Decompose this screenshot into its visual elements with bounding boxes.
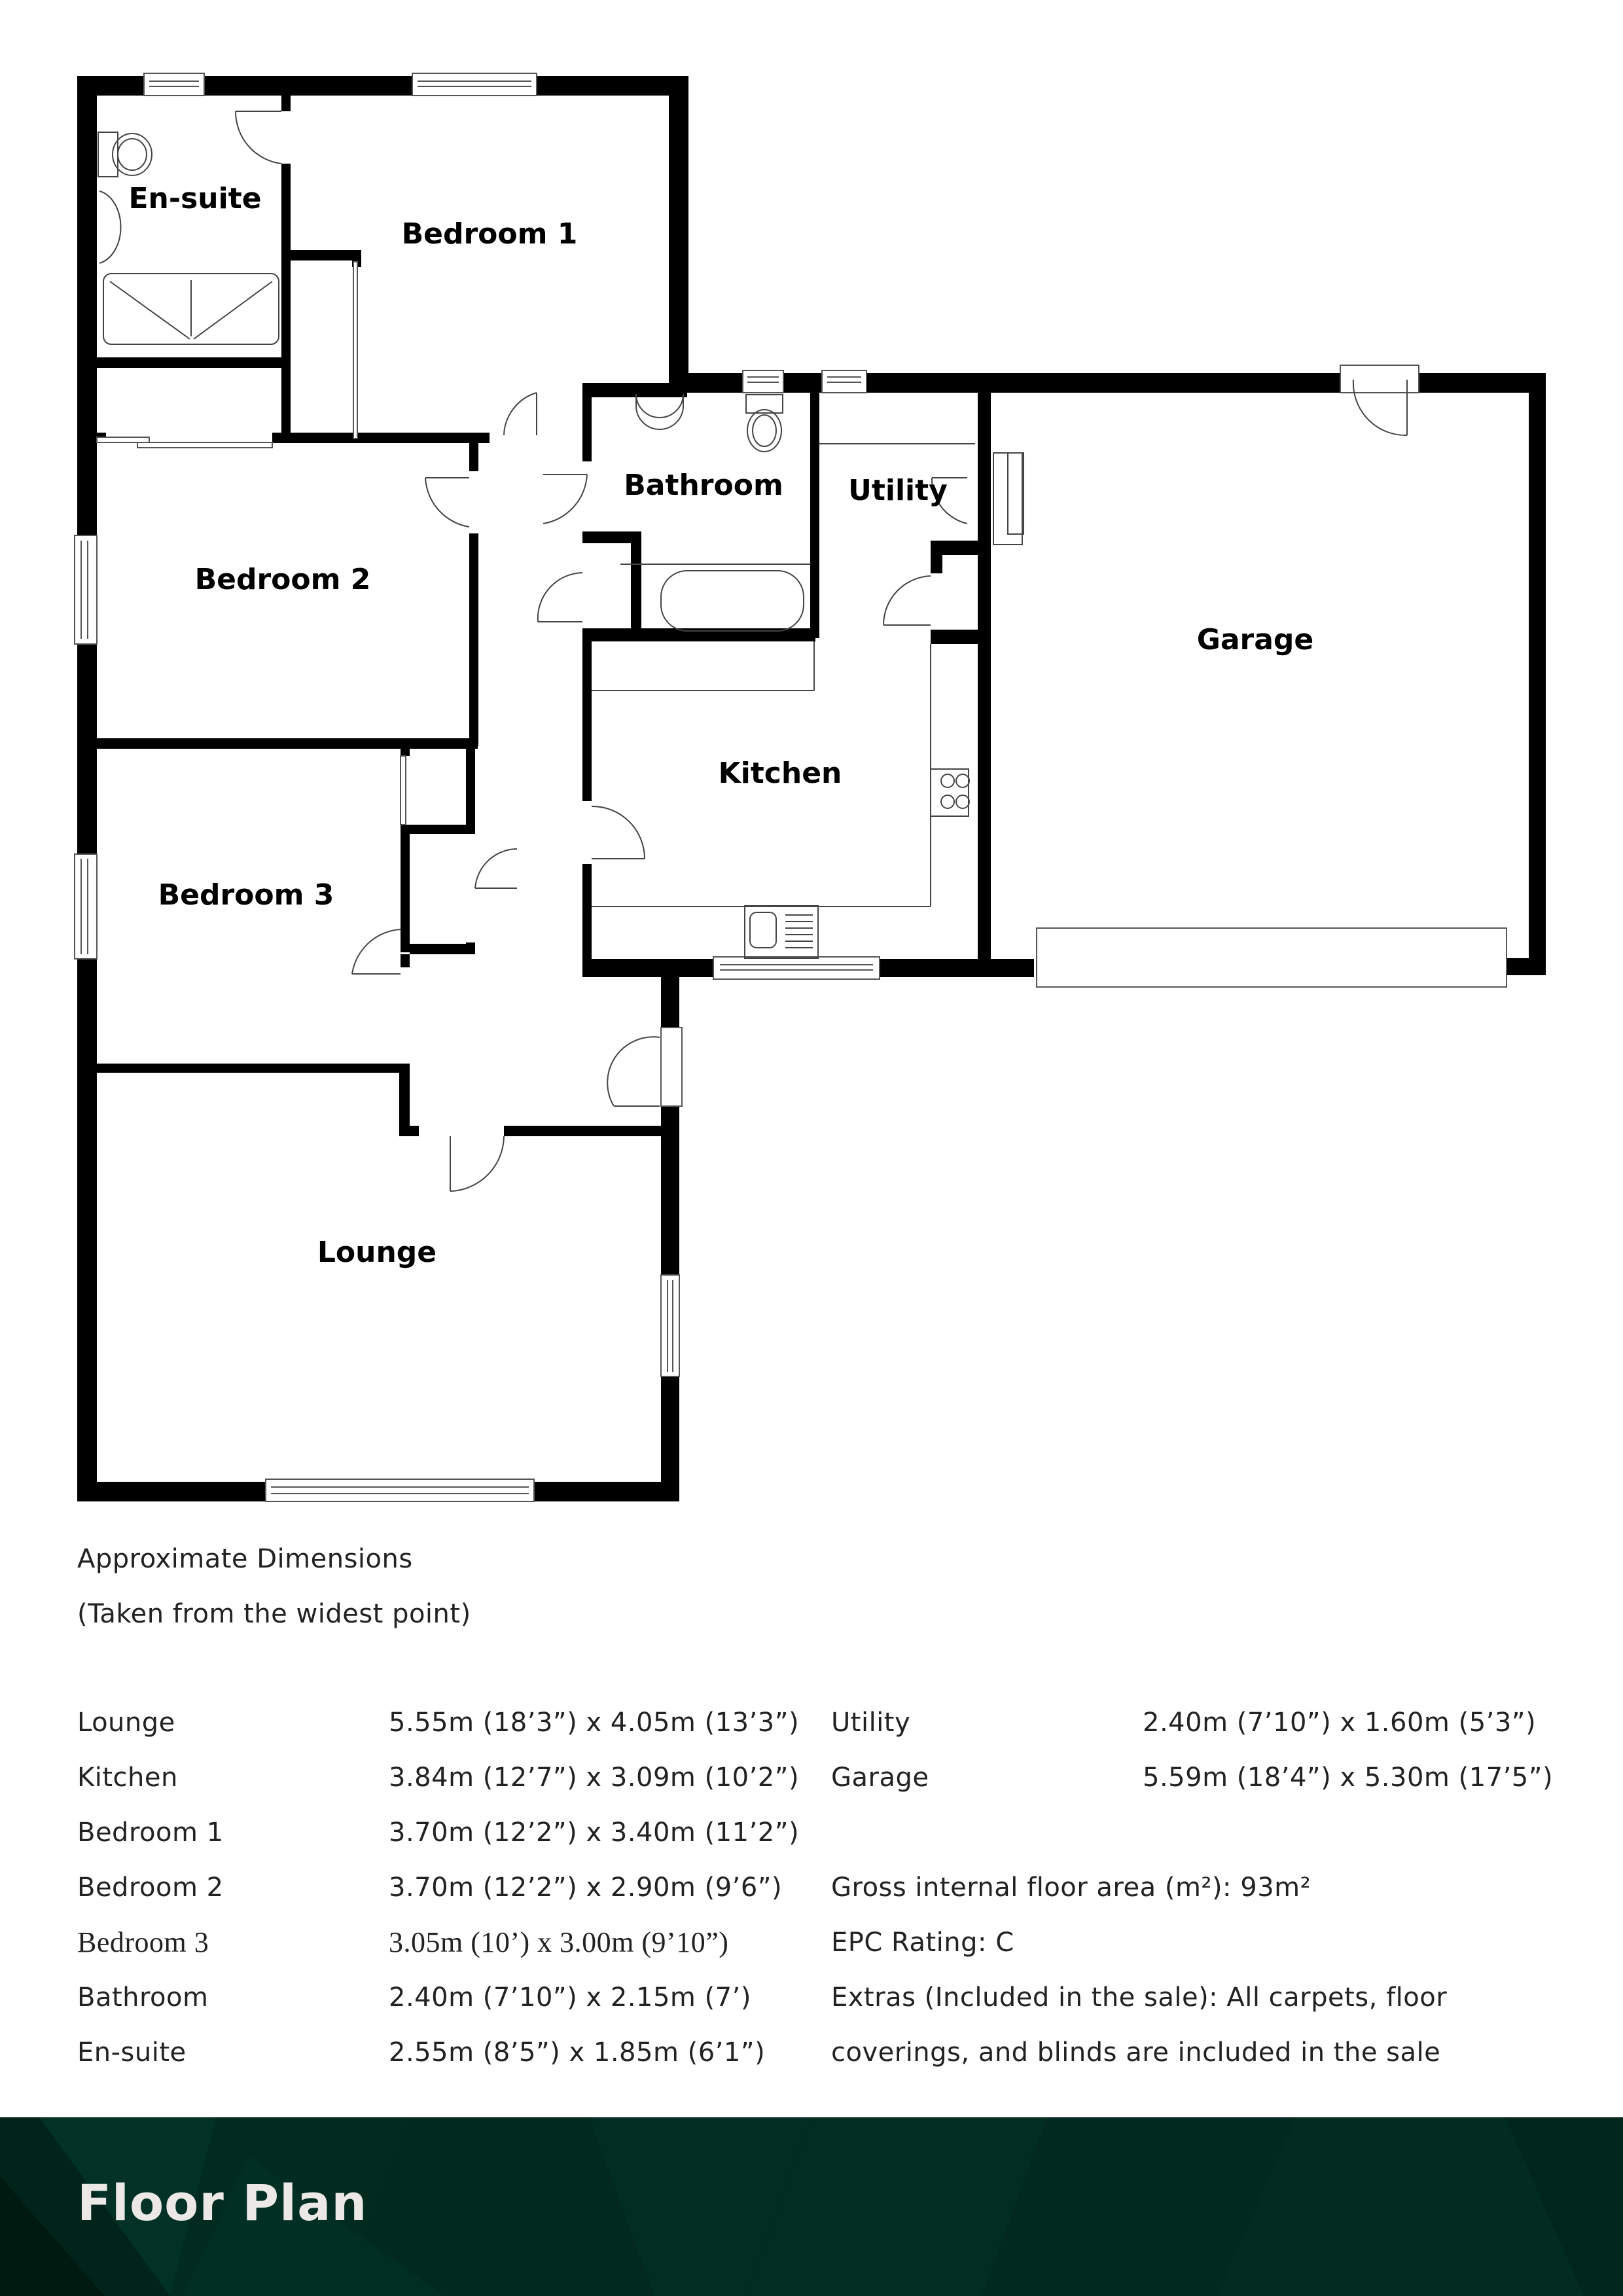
- room-label-en-suite: En-suite: [128, 182, 261, 215]
- room-label-bedroom-3: Bedroom 3: [158, 878, 334, 912]
- dimensions-heading: Approximate Dimensions: [77, 1544, 413, 1574]
- room-label-garage: Garage: [1197, 623, 1314, 656]
- sink-icon: [744, 905, 819, 959]
- dimensions-subheading: (Taken from the widest point): [77, 1599, 471, 1629]
- shower-tray-icon: [103, 273, 279, 345]
- footer-polygon-pattern: [0, 2117, 1623, 2296]
- toilet-icon: [745, 394, 783, 414]
- bath-icon: [660, 570, 804, 632]
- room-label-bedroom-2: Bedroom 2: [195, 563, 371, 596]
- toilet-icon: [98, 132, 118, 177]
- extras-line-1: Extras (Included in the sale): All carpe…: [831, 1982, 1448, 2013]
- gross-floor-area: Gross internal floor area (m²): 93m²: [831, 1873, 1311, 1903]
- footer-banner: Floor Plan: [0, 2117, 1623, 2296]
- basin-icon: [99, 190, 122, 264]
- door-swings: [234, 111, 1408, 1192]
- room-label-kitchen: Kitchen: [719, 757, 842, 790]
- footer-title: Floor Plan: [77, 2174, 368, 2232]
- extras-line-2: coverings, and blinds are included in th…: [831, 2037, 1441, 2068]
- room-label-bedroom-1: Bedroom 1: [402, 217, 578, 251]
- dimensions-section: Approximate Dimensions (Taken from the w…: [77, 1532, 1582, 1641]
- epc-rating: EPC Rating: C: [831, 1928, 1014, 1958]
- dimension-row: Garage 5.59m (18’4”) x 5.30m (17’5”): [831, 1763, 1554, 1793]
- fixtures: [98, 132, 1024, 959]
- room-label-lounge: Lounge: [317, 1236, 437, 1269]
- room-label-utility: Utility: [848, 474, 948, 507]
- windows: [74, 73, 1507, 1502]
- room-label-bathroom: Bathroom: [624, 469, 783, 502]
- hob-icon: [930, 768, 969, 817]
- basin-icon: [635, 393, 684, 430]
- dimension-row: Utility 2.40m (7’10”) x 1.60m (5’3”): [831, 1708, 1537, 1738]
- floor-plan-drawing: En-suite Bedroom 1 Bathroom Utility Bedr…: [74, 73, 1546, 1502]
